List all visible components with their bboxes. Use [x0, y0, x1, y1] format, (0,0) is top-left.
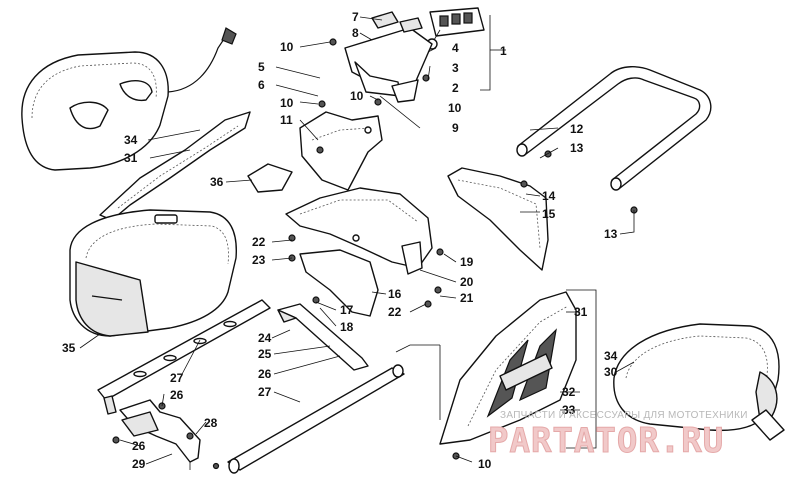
fasteners — [112, 38, 638, 460]
callout-10-e: 10 — [478, 457, 492, 471]
callout-21: 21 — [460, 291, 474, 305]
bracket-9 — [391, 79, 419, 103]
saddlebag-right — [613, 323, 785, 441]
rack-bar — [516, 66, 712, 191]
callout-27-a: 27 — [170, 371, 184, 385]
callout-30: 30 — [604, 365, 618, 379]
callout-29: 29 — [132, 457, 146, 471]
callout-9: 9 — [452, 121, 459, 135]
callout-24: 24 — [258, 331, 272, 345]
callout-20: 20 — [460, 275, 474, 289]
callout-5: 5 — [258, 60, 265, 74]
callout-10-b: 10 — [280, 96, 294, 110]
callout-10-a: 10 — [280, 40, 294, 54]
callout-13-b: 13 — [604, 227, 618, 241]
mount-rail — [277, 303, 369, 371]
callouts: 1 2 3 4 5 6 7 8 9 10 10 10 10 10 11 12 1… — [62, 10, 618, 471]
callout-1: 1 — [500, 44, 507, 58]
callout-35: 35 — [62, 341, 76, 355]
callout-17: 17 — [340, 303, 354, 317]
callout-16: 16 — [388, 287, 402, 301]
callout-19: 19 — [460, 255, 474, 269]
callout-28: 28 — [204, 416, 218, 430]
plate-bracket — [344, 11, 433, 97]
callout-15: 15 — [542, 207, 556, 221]
callout-34-b: 34 — [604, 349, 618, 363]
callout-14: 14 — [542, 189, 556, 203]
callout-27-b: 27 — [258, 385, 272, 399]
pad-36 — [247, 163, 293, 193]
callout-36: 36 — [210, 175, 224, 189]
callout-23: 23 — [252, 253, 266, 267]
callout-25: 25 — [258, 347, 272, 361]
callout-22-b: 22 — [388, 305, 402, 319]
callout-32: 32 — [562, 385, 576, 399]
side-panel-upper — [447, 167, 549, 271]
callout-12: 12 — [570, 122, 584, 136]
watermark-caption: ЗАПЧАСТИ И АКСЕССУАРЫ ДЛЯ МОТОТЕХНИКИ — [500, 410, 748, 421]
callout-8: 8 — [352, 26, 359, 40]
leader-lines — [79, 15, 635, 465]
saddlebag-left-lower — [69, 209, 237, 337]
callout-3: 3 — [452, 61, 459, 75]
callout-22-a: 22 — [252, 235, 266, 249]
callout-10-c: 10 — [350, 89, 364, 103]
callout-26-b: 26 — [170, 388, 184, 402]
callout-31-a: 31 — [124, 151, 138, 165]
callout-26-c: 26 — [132, 439, 146, 453]
callout-11: 11 — [280, 113, 293, 127]
callout-26-a: 26 — [258, 367, 272, 381]
callout-6: 6 — [258, 78, 265, 92]
watermark: ЗАПЧАСТИ И АКСЕССУАРЫ ДЛЯ МОТОТЕХНИКИ PA… — [488, 410, 748, 462]
callout-4: 4 — [452, 41, 459, 55]
long-bar — [227, 364, 405, 474]
callout-2: 2 — [452, 81, 459, 95]
mount-bracket-left — [99, 111, 251, 221]
callout-34-a: 34 — [124, 133, 138, 147]
bracket-11 — [299, 111, 383, 191]
callout-31-b: 31 — [574, 305, 588, 319]
rail-bracket-lower-left — [97, 299, 271, 415]
callout-33: 33 — [562, 403, 576, 417]
callout-10-d: 10 — [448, 101, 462, 115]
saddlebag-left-upper — [21, 27, 237, 171]
rear-fender — [285, 187, 433, 317]
callout-7: 7 — [352, 10, 359, 24]
taillight-assembly — [417, 7, 485, 57]
clamp-bracket — [119, 399, 220, 470]
callout-13-a: 13 — [570, 141, 584, 155]
callout-18: 18 — [340, 320, 354, 334]
watermark-brand: PARTATOR.RU — [488, 421, 724, 461]
side-panel-graphic — [439, 291, 577, 445]
